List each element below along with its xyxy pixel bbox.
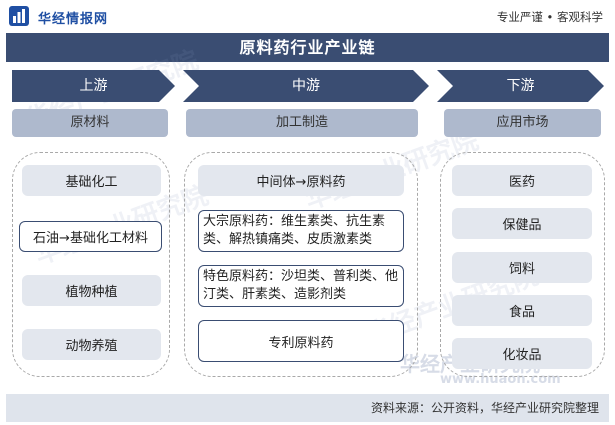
panel-downstream <box>440 152 605 377</box>
downstream-item: 饲料 <box>452 252 592 283</box>
downstream-item: 保健品 <box>452 208 592 239</box>
stage-arrow-downstream: 下游 <box>437 70 604 102</box>
upstream-item: 动物养殖 <box>22 329 161 360</box>
midstream-item: 大宗原料药：维生素类、抗生素类、解热镇痛类、皮质激素类 <box>198 210 404 252</box>
logo-icon <box>9 6 29 26</box>
stage-label-downstream: 下游 <box>506 78 535 94</box>
midstream-item: 特色原料药：沙坦类、普利类、他汀类、肝素类、造影剂类 <box>198 265 404 307</box>
page-title: 原料药行业产业链 <box>239 38 376 57</box>
category-midstream: 加工制造 <box>186 109 418 137</box>
stage-label-upstream: 上游 <box>79 78 108 94</box>
slogan: 专业严谨 • 客观科学 <box>496 10 603 24</box>
downstream-item: 化妆品 <box>452 338 592 369</box>
downstream-item: 医药 <box>452 165 592 196</box>
category-upstream: 原材料 <box>12 109 168 137</box>
footer: 资料来源：公开资料，华经产业研究院整理 <box>6 394 609 422</box>
header: 华经情报网 专业严谨 • 客观科学 <box>0 0 615 32</box>
panel-midstream <box>184 152 418 377</box>
brand-name: 华经情报网 <box>38 12 109 27</box>
downstream-item: 食品 <box>452 295 592 326</box>
midstream-item: 中间体→原料药 <box>198 165 404 196</box>
stage-label-midstream: 中游 <box>292 78 320 94</box>
stage-arrow-midstream: 中游 <box>183 70 429 102</box>
category-downstream: 应用市场 <box>444 109 601 137</box>
upstream-item: 植物种植 <box>22 275 161 306</box>
stage-arrow-upstream: 上游 <box>12 70 175 102</box>
source-note: 资料来源：公开资料，华经产业研究院整理 <box>370 401 599 415</box>
title-bar: 原料药行业产业链 <box>6 33 609 62</box>
midstream-item: 专利原料药 <box>198 320 404 362</box>
upstream-item: 基础化工 <box>22 165 161 196</box>
upstream-item: 石油→基础化工材料 <box>19 221 162 252</box>
panel-upstream <box>12 152 170 377</box>
